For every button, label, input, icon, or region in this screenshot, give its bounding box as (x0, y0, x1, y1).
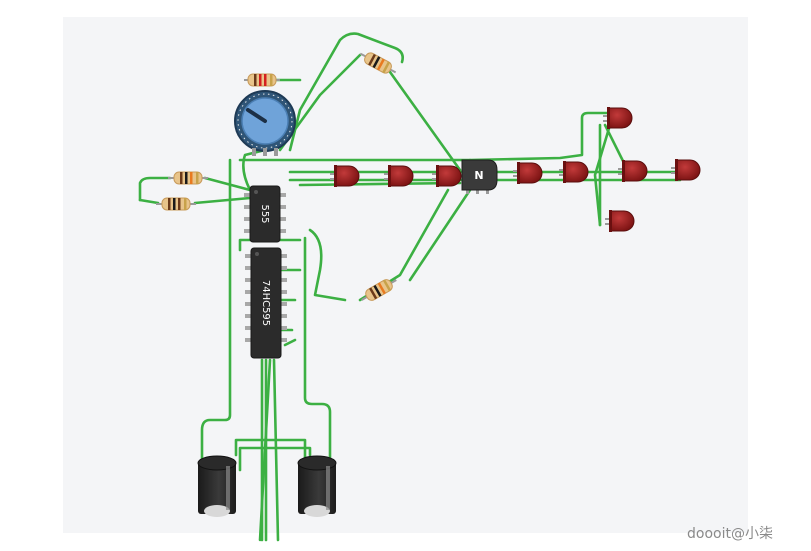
capacitor-right[interactable] (297, 455, 337, 517)
led-7[interactable] (671, 159, 701, 181)
resistor-left-lower[interactable] (156, 197, 196, 211)
capacitor-left[interactable] (197, 455, 237, 517)
resistor-top-left[interactable] (244, 73, 280, 87)
led-1[interactable] (330, 165, 360, 187)
led-3[interactable] (432, 165, 462, 187)
led-9[interactable] (605, 210, 635, 232)
led-5[interactable] (559, 161, 589, 183)
ic-555-chip[interactable]: 555 (244, 185, 286, 243)
watermark-text: doooit@小柒 (687, 526, 773, 542)
potentiometer[interactable] (234, 90, 296, 156)
ic-74hc595-label: 74HC595 (260, 280, 271, 326)
led-8[interactable] (603, 107, 633, 129)
led-6[interactable] (618, 160, 648, 182)
led-row (330, 107, 701, 232)
ic-74hc595-pins (245, 254, 287, 342)
led-2[interactable] (384, 165, 414, 187)
resistor-left-upper[interactable] (168, 171, 208, 185)
resistor-middle-diagonal[interactable] (359, 275, 400, 305)
ic-74hc595-chip[interactable]: 74HC595 (245, 247, 287, 359)
npn-transistor[interactable]: N (461, 159, 498, 194)
knob-pointer (246, 108, 267, 123)
breadboard-canvas (63, 17, 748, 533)
resistor-top-diagonal[interactable] (358, 48, 399, 77)
led-4[interactable] (513, 162, 543, 184)
ic-555-pins (244, 193, 286, 233)
ic-555-label: 555 (259, 204, 270, 223)
transistor-label: N (474, 169, 483, 182)
